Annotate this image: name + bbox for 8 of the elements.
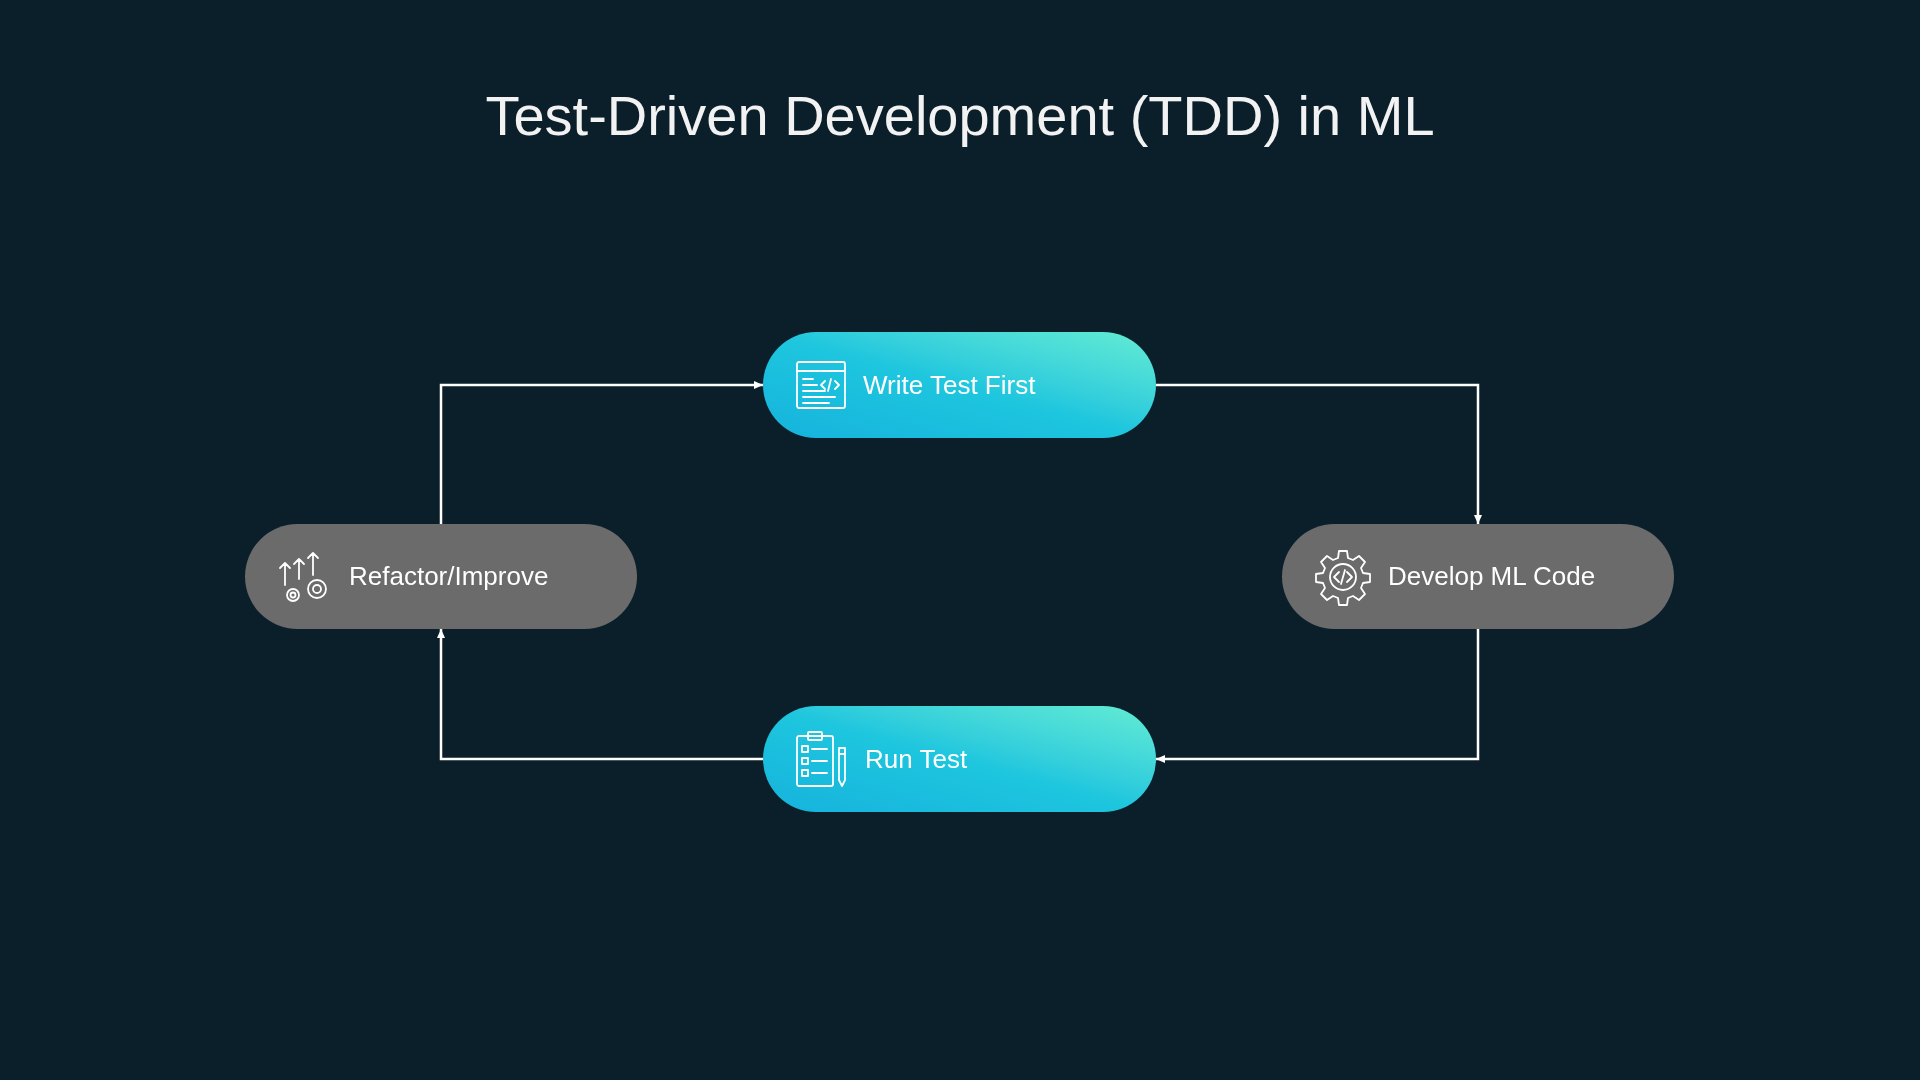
step-label: Write Test First bbox=[863, 368, 1036, 402]
step-label: Refactor/Improve bbox=[349, 560, 549, 593]
step-label: Develop ML Code bbox=[1388, 560, 1596, 593]
step-label: Run Test bbox=[865, 742, 968, 776]
arrow bbox=[1156, 629, 1480, 763]
arrow bbox=[437, 629, 763, 761]
arrow bbox=[1156, 383, 1482, 524]
arrow bbox=[439, 381, 763, 524]
